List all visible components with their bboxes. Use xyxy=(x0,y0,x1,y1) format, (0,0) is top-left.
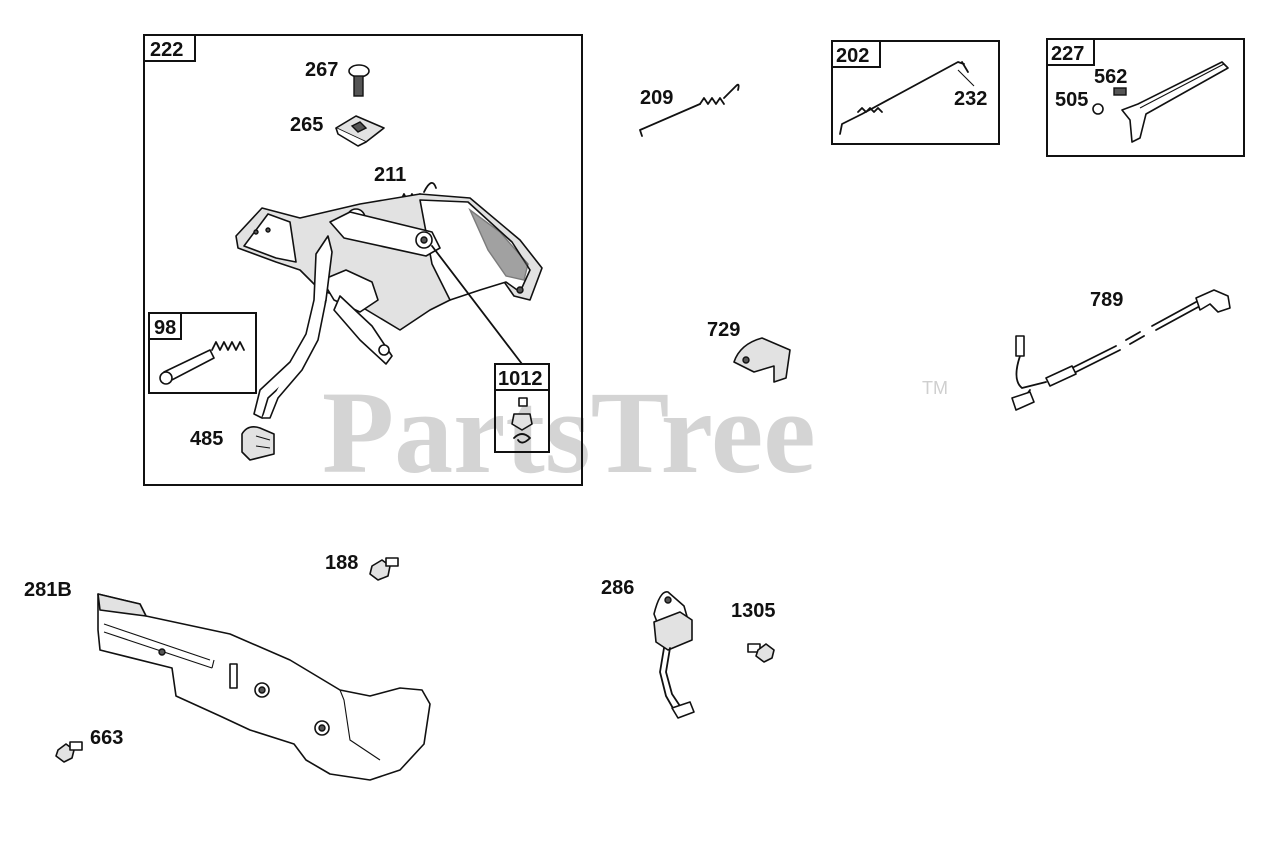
assembly-222[interactable]: 222 xyxy=(143,34,583,486)
assembly-98-frame xyxy=(148,312,257,394)
part-188-screw[interactable]: 188 xyxy=(325,552,399,581)
part-286-module[interactable]: 286 xyxy=(601,577,695,719)
assembly-222-tag xyxy=(143,34,196,62)
part-562-label: 562 xyxy=(1094,66,1127,88)
assembly-98[interactable]: 98 xyxy=(148,312,257,394)
part-663-screw[interactable]: 663 xyxy=(55,727,123,763)
part-485-knob[interactable]: 485 xyxy=(190,426,275,461)
part-267-screw[interactable]: 267 xyxy=(305,59,370,97)
part-1305-screw[interactable]: 1305 xyxy=(731,600,776,663)
part-265-label: 265 xyxy=(290,114,323,136)
leader-line-1012 xyxy=(431,245,523,365)
part-209-label: 209 xyxy=(640,87,673,109)
part-663-label: 663 xyxy=(90,727,123,749)
assembly-227[interactable]: 227 562 505 xyxy=(1046,38,1245,157)
part-209-spring[interactable]: 209 xyxy=(639,83,740,137)
assembly-227-label: 227 xyxy=(1051,43,1084,65)
assembly-202-tag xyxy=(831,40,881,68)
assembly-222-frame xyxy=(143,34,583,486)
assembly-227-tag xyxy=(1046,38,1095,66)
part-789-label: 789 xyxy=(1090,289,1123,311)
part-267-label: 267 xyxy=(305,59,338,81)
part-485-label: 485 xyxy=(190,428,223,450)
assembly-202-label: 202 xyxy=(836,45,869,67)
assembly-1012[interactable]: 1012 xyxy=(431,245,550,453)
assembly-98-tag xyxy=(148,312,182,340)
part-1305-label: 1305 xyxy=(731,600,776,622)
part-789-wire[interactable]: 789 xyxy=(1011,289,1231,411)
part-control-bracket[interactable] xyxy=(235,193,543,419)
assembly-98-label: 98 xyxy=(154,317,176,339)
assembly-222-label: 222 xyxy=(150,39,183,61)
part-281B-label: 281B xyxy=(24,579,72,601)
part-232-label: 232 xyxy=(954,88,987,110)
part-265-clip[interactable]: 265 xyxy=(290,114,385,147)
assembly-202[interactable]: 202 232 xyxy=(831,40,1000,145)
part-505-label: 505 xyxy=(1055,89,1088,111)
part-188-label: 188 xyxy=(325,552,358,574)
part-286-label: 286 xyxy=(601,577,634,599)
assembly-1012-tag xyxy=(494,363,550,391)
assembly-1012-label: 1012 xyxy=(498,368,543,390)
part-211-label: 211 xyxy=(374,164,406,186)
part-729-label: 729 xyxy=(707,319,740,341)
part-729-bracket[interactable]: 729 xyxy=(707,319,791,383)
watermark-text: PartsTree xyxy=(322,367,816,498)
assembly-202-frame xyxy=(831,40,1000,145)
watermark-trademark: TM xyxy=(922,378,948,398)
assembly-227-frame xyxy=(1046,38,1245,157)
part-281B-shroud[interactable]: 281B xyxy=(24,579,431,781)
